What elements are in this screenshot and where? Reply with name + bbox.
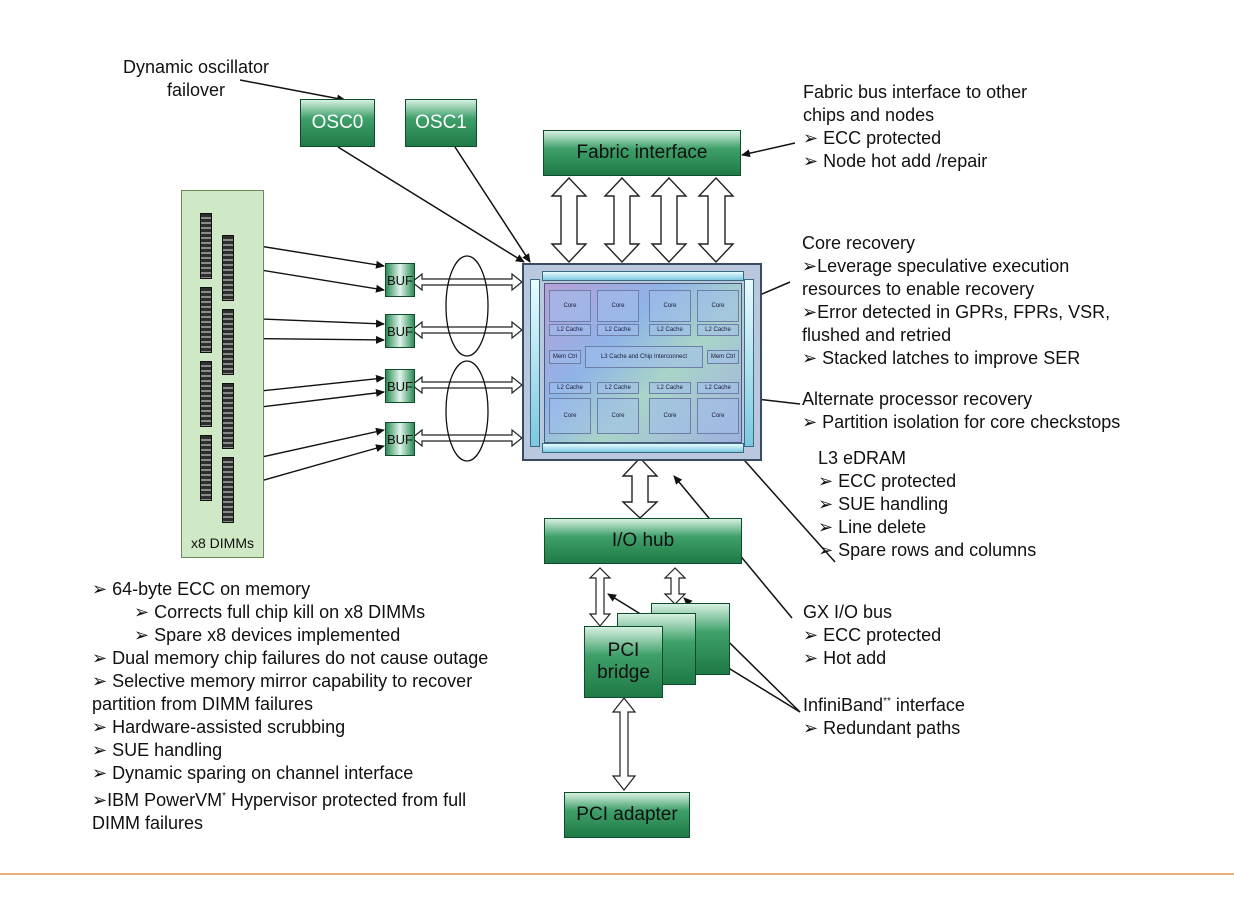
buf-to-chip-arrows [411,272,523,448]
dimm-module [200,213,212,279]
osc0-box: OSC0 [300,99,375,147]
processor-chip: Core Core Core Core L2 Cache L2 Cache L2… [522,263,762,461]
die-mem-ctrl: Mem Ctrl [707,350,739,364]
memory-note-line: ➢ Corrects full chip kill on x8 DIMMs [134,602,426,622]
pci-bridge-box: PCI bridge [584,626,663,698]
chip-bar-bottom [542,443,744,453]
alt-recovery-bullet: ➢ Partition isolation for core checkstop… [802,412,1121,432]
die-l2-cache: L2 Cache [549,324,591,336]
gx-note: GX I/O bus ECC protected Hot add [803,601,941,670]
dimm-panel: x8 DIMMs [181,190,264,558]
die-l2-cache: L2 Cache [649,382,691,394]
die-l2-cache: L2 Cache [649,324,691,336]
alt-recovery-note: Alternate processor recovery ➢ Partition… [802,388,1120,434]
core-recovery-title: Core recovery [802,233,916,253]
infiniband-title: InfiniBand** interface [803,695,965,715]
chip-to-iohub-arrow [621,456,659,519]
memory-note-line: ➢ Selective memory mirror capability to … [92,671,473,691]
infiniband-note: InfiniBand** interface Redundant paths [803,690,965,740]
die-interconnect: L3 Cache and Chip Interconnect [585,346,703,368]
chip-bar-top [542,271,744,281]
dimm-module [222,235,234,301]
chip-bar-left [530,279,540,447]
die-core: Core [649,290,691,322]
buf-chip: BUF [385,422,415,456]
buf-chip: BUF [385,263,415,297]
die-l2-cache: L2 Cache [597,324,639,336]
dimm-panel-label: x8 DIMMs [191,535,254,551]
dimm-module [222,383,234,449]
hypervisor-note-line: ➢IBM PowerVM* Hypervisor protected from … [92,790,467,810]
die-l2-cache: L2 Cache [697,324,739,336]
fabric-interface-box: Fabric interface [543,130,741,176]
l3-note: L3 eDRAM ECC protected SUE handling Line… [818,447,1036,562]
memory-note-line: partition from DIMM failures [92,694,314,714]
memory-note-line: ➢ Dynamic sparing on channel interface [92,763,414,783]
fabric-note-arrow [741,142,796,158]
dimm-module [200,361,212,427]
alt-recovery-title: Alternate processor recovery [802,389,1033,409]
die-core: Core [549,398,591,434]
die-core: Core [597,398,639,434]
oscillator-label-arrow [239,79,346,103]
processor-die: Core Core Core Core L2 Cache L2 Cache L2… [544,283,742,443]
fabric-double-arrows [550,176,735,264]
memory-note-line: ➢ 64-byte ECC on memory [92,579,311,599]
die-l2-cache: L2 Cache [549,382,591,394]
die-core: Core [697,398,739,434]
dimm-module [222,309,234,375]
bridge-to-adapter-arrow [611,697,637,791]
footer-rule [0,873,1234,875]
die-mem-ctrl: Mem Ctrl [549,350,581,364]
osc0-to-chip-arrow [337,146,525,263]
bus-ellipse-upper [445,255,489,357]
die-core: Core [649,398,691,434]
dimm-module [222,457,234,523]
memory-note-line: ➢ Dual memory chip failures do not cause… [92,648,489,668]
l3-title: L3 eDRAM [818,448,907,468]
pci-adapter-box: PCI adapter [564,792,690,838]
buf-chip: BUF [385,369,415,403]
chip-bar-right [744,279,754,447]
gx-title: GX I/O bus [803,602,893,622]
bus-ellipse-lower [445,360,489,462]
fabric-note-bullets: ECC protected Node hot add /repair [803,127,987,173]
die-l2-cache: L2 Cache [697,382,739,394]
dimm-module [200,435,212,501]
memory-note-line: ➢ SUE handling [92,740,223,760]
die-core: Core [549,290,591,322]
osc1-box: OSC1 [405,99,477,147]
memory-note-line: ➢ Spare x8 devices implemented [134,625,401,645]
dimm-module [200,287,212,353]
core-recovery-note: Core recovery ➢Leverage speculative exec… [802,233,1111,368]
buf-chip: BUF [385,314,415,348]
die-core: Core [697,290,739,322]
oscillator-label: Dynamic oscillator failover [123,57,270,100]
io-hub-box: I/O hub [544,518,742,564]
die-l2-cache: L2 Cache [597,382,639,394]
memory-note-line: ➢ Hardware-assisted scrubbing [92,717,346,737]
fabric-note: Fabric bus interface to other chips and … [803,82,1028,125]
memory-notes: ➢ 64-byte ECC on memory ➢ Corrects full … [92,578,488,835]
osc1-to-chip-arrow [454,146,531,263]
die-core: Core [597,290,639,322]
hypervisor-note-line-2: DIMM failures [92,813,204,833]
